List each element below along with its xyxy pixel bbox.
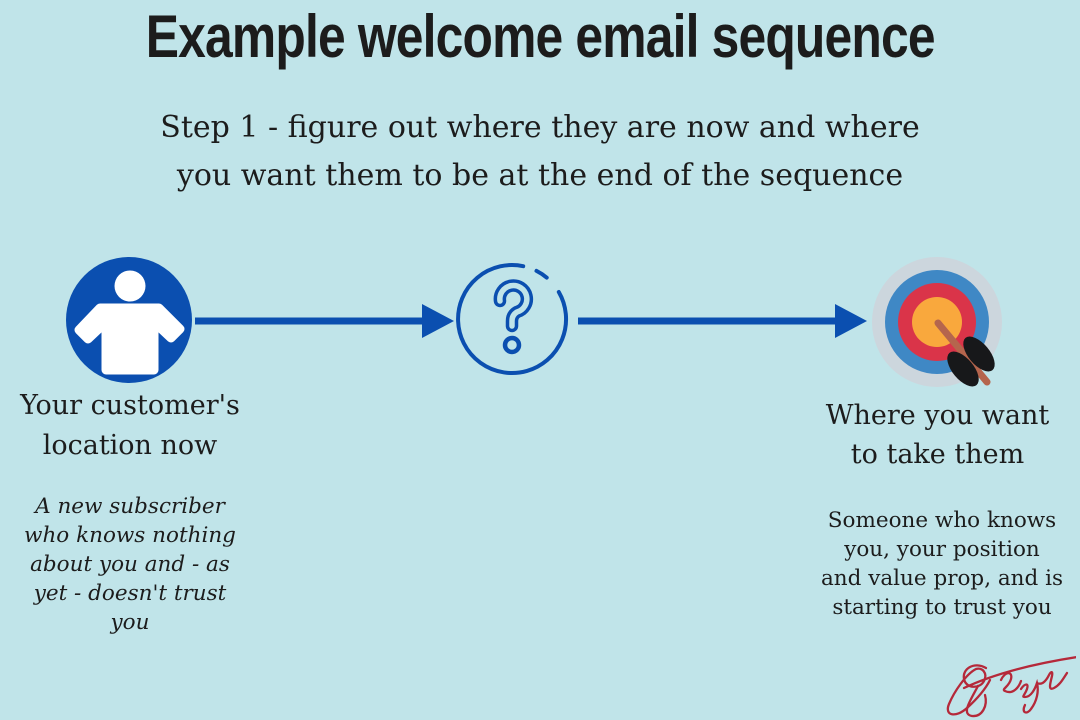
start-label: Your customer's location now	[20, 390, 240, 461]
right-arrow-icon	[195, 304, 454, 338]
end-label: Where you want to take them	[825, 400, 1050, 470]
step-subtitle: Step 1 - figure out where they are now a…	[160, 110, 920, 193]
handwritten-signature-icon	[946, 656, 1076, 718]
person-icon	[66, 257, 192, 383]
dart-flight	[947, 351, 979, 387]
target-icon	[872, 257, 1002, 387]
dart-shaft	[934, 319, 991, 386]
end-description: Someone who knows you, your position and…	[820, 508, 1064, 620]
dart-flight	[963, 336, 995, 372]
page-title: Example welcome email sequence	[0, 4, 1080, 70]
page-title-text: Example welcome email sequence	[145, 3, 936, 70]
right-arrow-icon	[578, 304, 867, 338]
question-mark-icon	[456, 263, 569, 376]
start-description: A new subscriber who knows nothing about…	[24, 494, 236, 635]
